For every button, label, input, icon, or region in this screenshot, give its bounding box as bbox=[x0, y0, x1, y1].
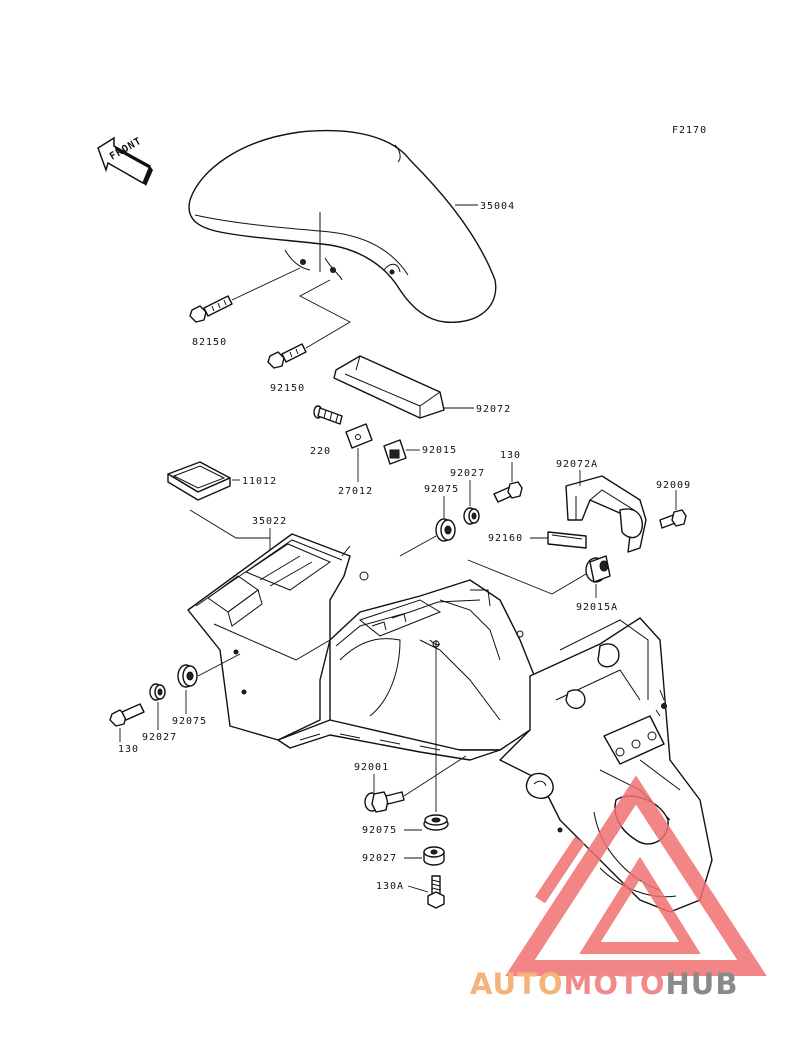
grommet-92075-upper-icon bbox=[435, 518, 456, 542]
nut-92015A-icon bbox=[585, 555, 611, 583]
collar-92027-left-icon bbox=[149, 683, 166, 701]
rear-fender-assembly bbox=[187, 533, 713, 913]
front-arrow-icon: FRONT bbox=[97, 136, 153, 186]
bolt-130-upper-icon bbox=[493, 481, 523, 503]
watermark-auto: AUTO bbox=[470, 967, 564, 1001]
rubber-strap-92072 bbox=[333, 355, 445, 419]
label-35004: 35004 bbox=[480, 201, 515, 212]
label-92150: 92150 bbox=[270, 383, 305, 394]
label-92027-lower: 92027 bbox=[362, 853, 397, 864]
label-92160: 92160 bbox=[488, 533, 523, 544]
cover-11012 bbox=[167, 461, 231, 501]
collar-92027-upper-icon bbox=[463, 507, 480, 525]
label-92075-left: 92075 bbox=[172, 716, 207, 727]
bolt-130-left-icon bbox=[109, 703, 145, 727]
bolt-92150-icon bbox=[267, 343, 307, 369]
label-130-upper: 130 bbox=[500, 450, 521, 461]
label-92027-left: 92027 bbox=[142, 732, 177, 743]
bolt-82150-icon bbox=[189, 295, 233, 323]
bracket-92072A bbox=[565, 475, 647, 553]
label-92075-upper: 92075 bbox=[424, 484, 459, 495]
label-92015A: 92015A bbox=[576, 602, 618, 613]
watermark-moto: MOTO bbox=[564, 967, 666, 1001]
automotohub-logo bbox=[505, 775, 767, 976]
figure-code: F2170 bbox=[672, 125, 707, 136]
grommet-92075-left-icon bbox=[177, 664, 198, 688]
label-92009: 92009 bbox=[656, 480, 691, 491]
bolt-130A-icon bbox=[427, 875, 445, 909]
watermark-text: AUTOMOTOHUB bbox=[470, 967, 738, 1001]
label-92027-upper: 92027 bbox=[450, 468, 485, 479]
screw-220-icon bbox=[313, 405, 343, 425]
label-92075-lower: 92075 bbox=[362, 825, 397, 836]
label-130A: 130A bbox=[376, 881, 404, 892]
label-130-left: 130 bbox=[118, 744, 139, 755]
watermark-hub: HUB bbox=[666, 967, 739, 1001]
label-92001: 92001 bbox=[354, 762, 389, 773]
nut-clip-92015 bbox=[383, 439, 407, 465]
front-fender bbox=[188, 129, 497, 323]
label-82150: 82150 bbox=[192, 337, 227, 348]
label-27012: 27012 bbox=[338, 486, 373, 497]
label-92015: 92015 bbox=[422, 445, 457, 456]
label-92072A: 92072A bbox=[556, 459, 598, 470]
grommet-92075-lower-icon bbox=[423, 814, 449, 831]
label-92072: 92072 bbox=[476, 404, 511, 415]
label-11012: 11012 bbox=[242, 476, 277, 487]
screw-92009-icon bbox=[659, 509, 687, 529]
bolt-92001-icon bbox=[364, 791, 405, 813]
damper-pad-92160 bbox=[547, 531, 587, 549]
clip-27012 bbox=[345, 423, 373, 449]
label-220: 220 bbox=[310, 446, 331, 457]
collar-92027-lower-icon bbox=[423, 846, 445, 866]
label-35022: 35022 bbox=[252, 516, 287, 527]
